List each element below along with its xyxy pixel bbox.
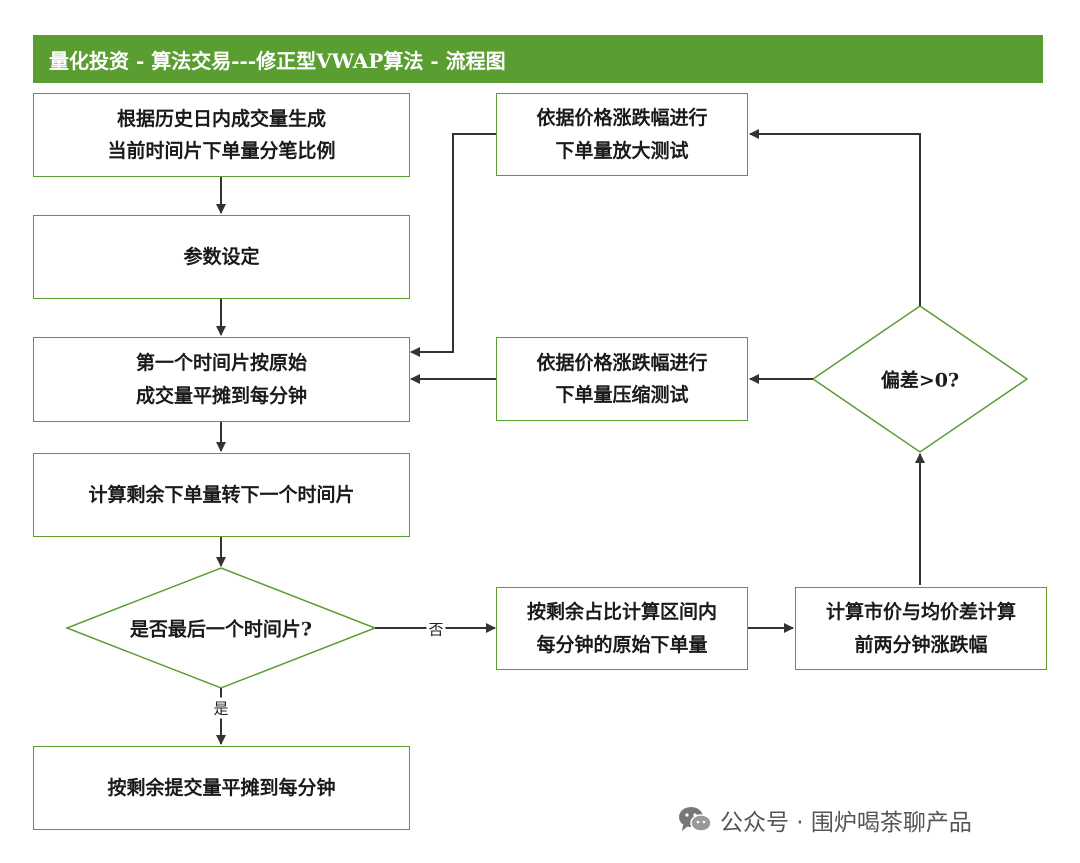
diagram-title: 量化投资 - 算法交易---修正型VWAP算法 - 流程图: [49, 48, 506, 73]
edge-d2-n9: [749, 129, 921, 306]
step-remaining-next-slice: 计算剩余下单量转下一个时间片: [33, 453, 410, 537]
edge-label-no: 否: [426, 618, 446, 640]
wechat-icon: [679, 807, 712, 832]
step-generate-ratio: 根据历史日内成交量生成 当前时间片下单量分笔比例: [33, 93, 410, 177]
step-final-average: 按剩余提交量平摊到每分钟: [33, 746, 410, 830]
diagram-title-bar: 量化投资 - 算法交易---修正型VWAP算法 - 流程图: [33, 35, 1043, 83]
watermark: 公众号 · 围炉喝茶聊产品: [678, 800, 972, 840]
decision-deviation-label: 偏差>0?: [880, 369, 960, 392]
decision-last-slice-label: 是否最后一个时间片?: [129, 618, 313, 641]
step-interval-volume: 按剩余占比计算区间内 每分钟的原始下单量: [496, 587, 748, 670]
step-price-diff: 计算市价与均价差计算 前两分钟涨跌幅: [795, 587, 1047, 670]
step-parameter-setting: 参数设定: [33, 215, 410, 299]
step-first-slice: 第一个时间片按原始 成交量平摊到每分钟: [33, 337, 410, 422]
step-amplify-test: 依据价格涨跌幅进行 下单量放大测试: [496, 93, 748, 176]
step-compress-test: 依据价格涨跌幅进行 下单量压缩测试: [496, 337, 748, 421]
watermark-text: 公众号 · 围炉喝茶聊产品: [720, 810, 972, 836]
decision-deviation-shape: [811, 305, 1029, 453]
edge-n9-n3: [410, 133, 496, 357]
edge-label-yes: 是: [211, 697, 231, 719]
